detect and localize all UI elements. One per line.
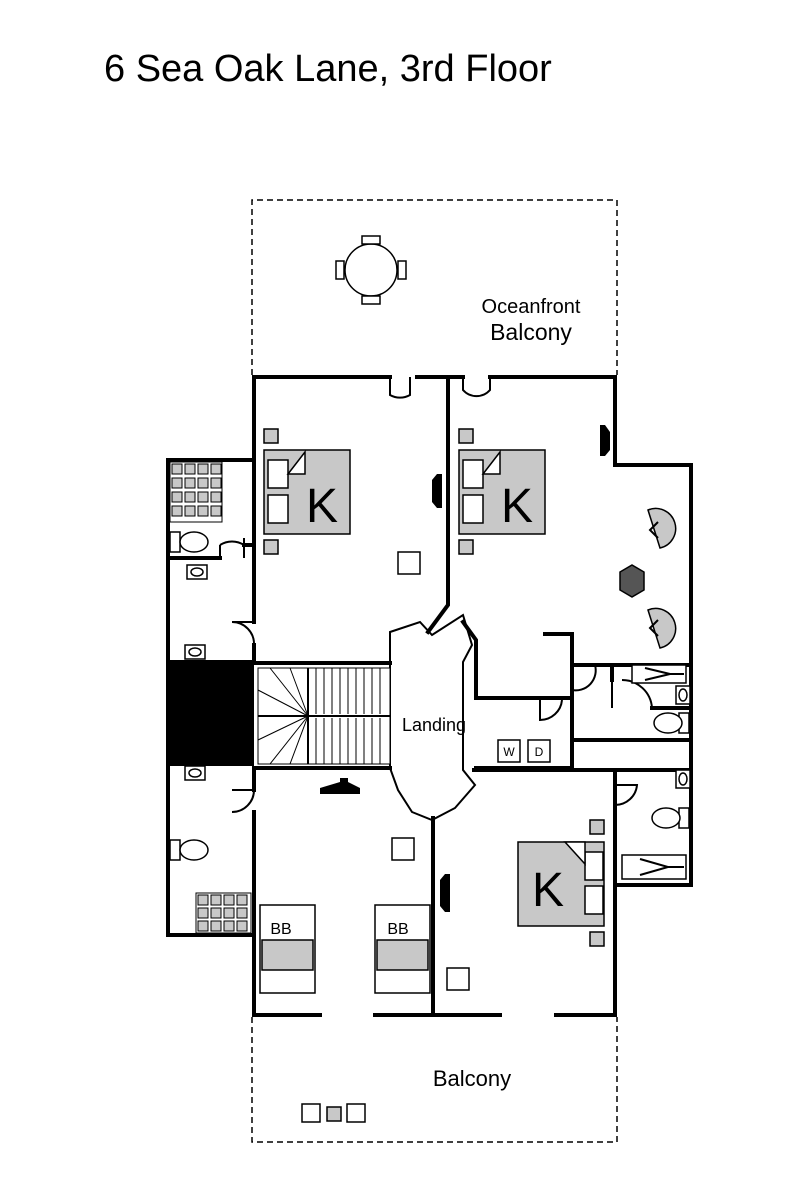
tv-icon: [440, 874, 450, 912]
bedroom-south-right: K: [440, 819, 605, 991]
chase-block: [168, 660, 254, 766]
rear-balcony: Balcony: [251, 1017, 618, 1143]
shower-tiles-bottom: [195, 892, 252, 934]
bunk-label: BB: [387, 921, 408, 938]
sink-icon: [675, 769, 691, 789]
staircase: [257, 667, 391, 765]
balcony-label: Balcony: [433, 1066, 511, 1091]
bed-size-label: K: [532, 864, 564, 917]
bedroom-top-right: K: [458, 425, 677, 649]
floor-title: 6 Sea Oak Lane, 3rd Floor: [104, 48, 552, 90]
shower-tiles-top: [169, 461, 223, 523]
round-table-icon: [335, 235, 407, 305]
dryer-label: D: [535, 745, 544, 759]
balcony-label: Balcony: [490, 319, 572, 345]
toilet-icon: [169, 531, 209, 553]
tv-icon: [600, 425, 610, 456]
side-table-icon: [619, 564, 645, 598]
tv-icon: [432, 474, 442, 508]
bedroom-bunk: BB BB: [259, 778, 431, 994]
bed-size-label: K: [501, 480, 533, 533]
laundry: W D: [497, 739, 551, 763]
dryer-icon: [527, 739, 551, 763]
walls: [166, 375, 693, 1017]
armchair-icon: [647, 507, 677, 549]
sink-icon: [675, 685, 691, 705]
bathtub-icon: [631, 664, 687, 684]
sink-icon: [186, 564, 208, 580]
bed-size-label: K: [306, 480, 338, 533]
sink-icon: [184, 765, 206, 781]
patio-chairs-icon: [301, 1103, 366, 1123]
washer-icon: [497, 739, 521, 763]
toilet-icon: [653, 712, 690, 734]
safe-icon: [446, 967, 470, 991]
tv-icon: [320, 778, 360, 794]
oceanfront-balcony: Oceanfront Balcony: [251, 199, 618, 375]
sink-icon: [184, 644, 206, 660]
landing-label: Landing: [402, 715, 466, 735]
doors: [219, 377, 653, 813]
washer-label: W: [503, 745, 515, 759]
safe-icon: [391, 837, 415, 861]
oceanfront-label: Oceanfront: [482, 296, 581, 318]
safe-icon: [397, 551, 421, 575]
bedroom-top-left: K: [263, 428, 442, 575]
armchair-icon: [647, 607, 677, 649]
toilet-icon: [169, 839, 209, 861]
bunk-label: BB: [270, 921, 291, 938]
toilet-icon: [651, 807, 690, 829]
bathtub-icon: [621, 854, 687, 880]
landing: Landing: [389, 613, 477, 822]
